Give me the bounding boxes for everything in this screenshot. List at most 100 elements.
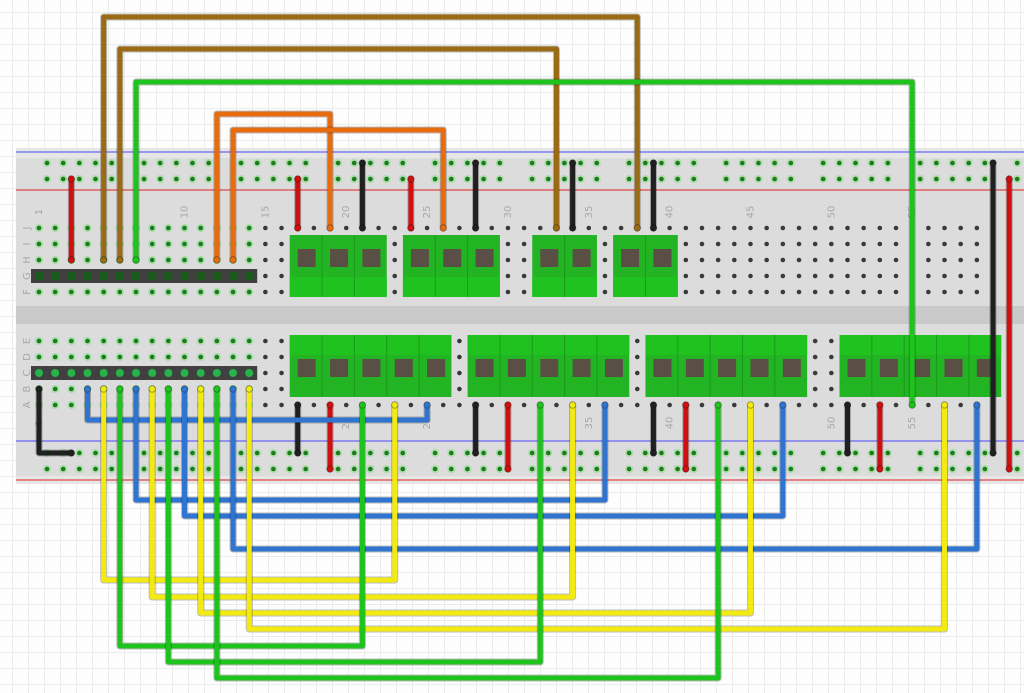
column-label: 45 [745, 206, 756, 219]
hole [699, 289, 705, 295]
hole [36, 289, 42, 295]
terminal-block-2 [402, 235, 500, 297]
rail-hole [287, 176, 292, 182]
rail-hole [190, 160, 195, 166]
wire-yellow [198, 386, 753, 616]
rail-hole [756, 450, 761, 456]
hole [85, 241, 90, 247]
rail-hole [917, 450, 923, 456]
rail-hole [497, 160, 503, 166]
rail-hole [465, 450, 470, 456]
hole [279, 354, 284, 360]
hole [182, 338, 187, 344]
hole [117, 338, 123, 344]
column-label: 1 [34, 209, 45, 215]
row-label-E: E [22, 338, 33, 344]
breadboard-top-edge [16, 148, 1024, 158]
hole [149, 225, 155, 231]
hole [52, 386, 58, 392]
hole [117, 354, 123, 360]
hole [263, 241, 268, 247]
hole [279, 289, 284, 295]
rail-hole [917, 466, 923, 472]
hole [796, 225, 802, 231]
rail-hole [788, 450, 794, 456]
wire-end [294, 401, 302, 409]
hole [812, 370, 818, 376]
row-label-G: G [22, 272, 33, 280]
wire-end [407, 224, 415, 232]
header-pin [67, 369, 76, 377]
wire-end [132, 385, 140, 393]
hole [926, 402, 931, 408]
rail-hole [400, 450, 406, 456]
hole [845, 225, 850, 231]
rail-hole [432, 160, 438, 166]
rail-hole [578, 176, 583, 182]
hole [829, 241, 834, 247]
rail-hole [1014, 160, 1020, 166]
rail-hole [109, 450, 114, 456]
hole [214, 354, 220, 360]
hole [198, 289, 203, 295]
rail-hole [60, 176, 66, 182]
hole [796, 257, 802, 263]
hole [85, 289, 90, 295]
hole [149, 241, 155, 247]
hole [877, 225, 883, 231]
hole [521, 225, 527, 231]
header-pin [148, 272, 157, 280]
rail-hole [772, 450, 777, 456]
hole [634, 354, 640, 360]
hole [893, 289, 899, 295]
hole [230, 354, 236, 360]
wire-end [229, 256, 237, 264]
hole [780, 289, 786, 295]
rail-hole [44, 466, 50, 472]
hole [263, 273, 268, 279]
rail-hole [157, 176, 163, 182]
rail-hole [820, 466, 826, 472]
rail-hole [497, 176, 503, 182]
wire-end [504, 465, 512, 473]
rail-hole [869, 160, 874, 166]
wire-end [423, 401, 431, 409]
rail-hole [642, 176, 648, 182]
header-pin [148, 369, 157, 377]
wire-end [229, 385, 237, 393]
rail-hole [271, 160, 276, 166]
hole [812, 338, 818, 344]
hole [279, 257, 284, 263]
rail-hole [820, 176, 826, 182]
terminal-screw-icon [297, 359, 316, 377]
column-label: 40 [665, 206, 676, 219]
wire-end [99, 385, 108, 393]
wire-end [471, 159, 480, 167]
rail-hole [400, 160, 406, 166]
hole [586, 225, 592, 231]
rail-hole [93, 176, 98, 182]
wire-end [471, 401, 480, 409]
wire-end [358, 159, 367, 167]
rail-hole [545, 176, 551, 182]
rail-hole [481, 450, 486, 456]
wire-end [504, 401, 512, 409]
hole [263, 354, 268, 360]
wire-blue [133, 386, 608, 503]
rail-hole [885, 176, 891, 182]
rail-hole [562, 176, 567, 182]
hole [732, 241, 737, 247]
hole [602, 289, 608, 295]
hole [634, 386, 640, 392]
terminal-screw-icon [750, 359, 769, 377]
rail-hole [853, 176, 858, 182]
wire-end [245, 385, 253, 393]
terminal-block-6 [467, 335, 630, 397]
hole [861, 257, 866, 263]
header-pin [83, 369, 92, 377]
hole [893, 257, 899, 263]
hole [166, 241, 171, 247]
hole [958, 273, 963, 279]
rail-hole [448, 160, 454, 166]
terminal-screw-icon [572, 359, 591, 377]
